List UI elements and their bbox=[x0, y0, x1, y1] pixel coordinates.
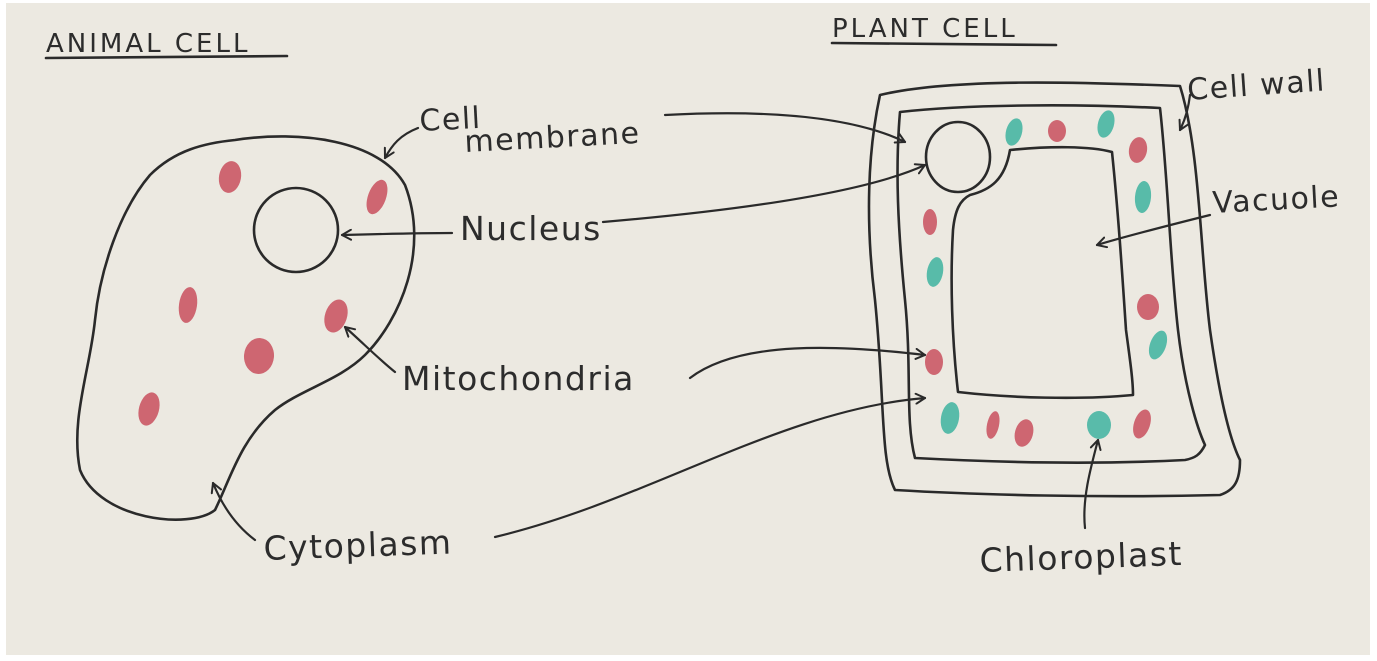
mitochondrion bbox=[1048, 120, 1066, 142]
mitochondrion bbox=[925, 349, 943, 375]
label-vacuole: Vacuole bbox=[1212, 179, 1341, 221]
mitochondrion bbox=[1137, 294, 1159, 320]
label-chloroplast: Chloroplast bbox=[979, 534, 1184, 580]
animal-cell-heading: ANIMAL CELL bbox=[46, 29, 250, 59]
label-cytoplasm: Cytoplasm bbox=[263, 522, 453, 568]
chloroplast bbox=[1087, 411, 1111, 439]
label-mitochondria: Mitochondria bbox=[402, 359, 635, 398]
label-nucleus: Nucleus bbox=[460, 209, 602, 248]
plant-cell-heading: PLANT CELL bbox=[832, 14, 1018, 44]
mitochondrion bbox=[923, 209, 937, 235]
